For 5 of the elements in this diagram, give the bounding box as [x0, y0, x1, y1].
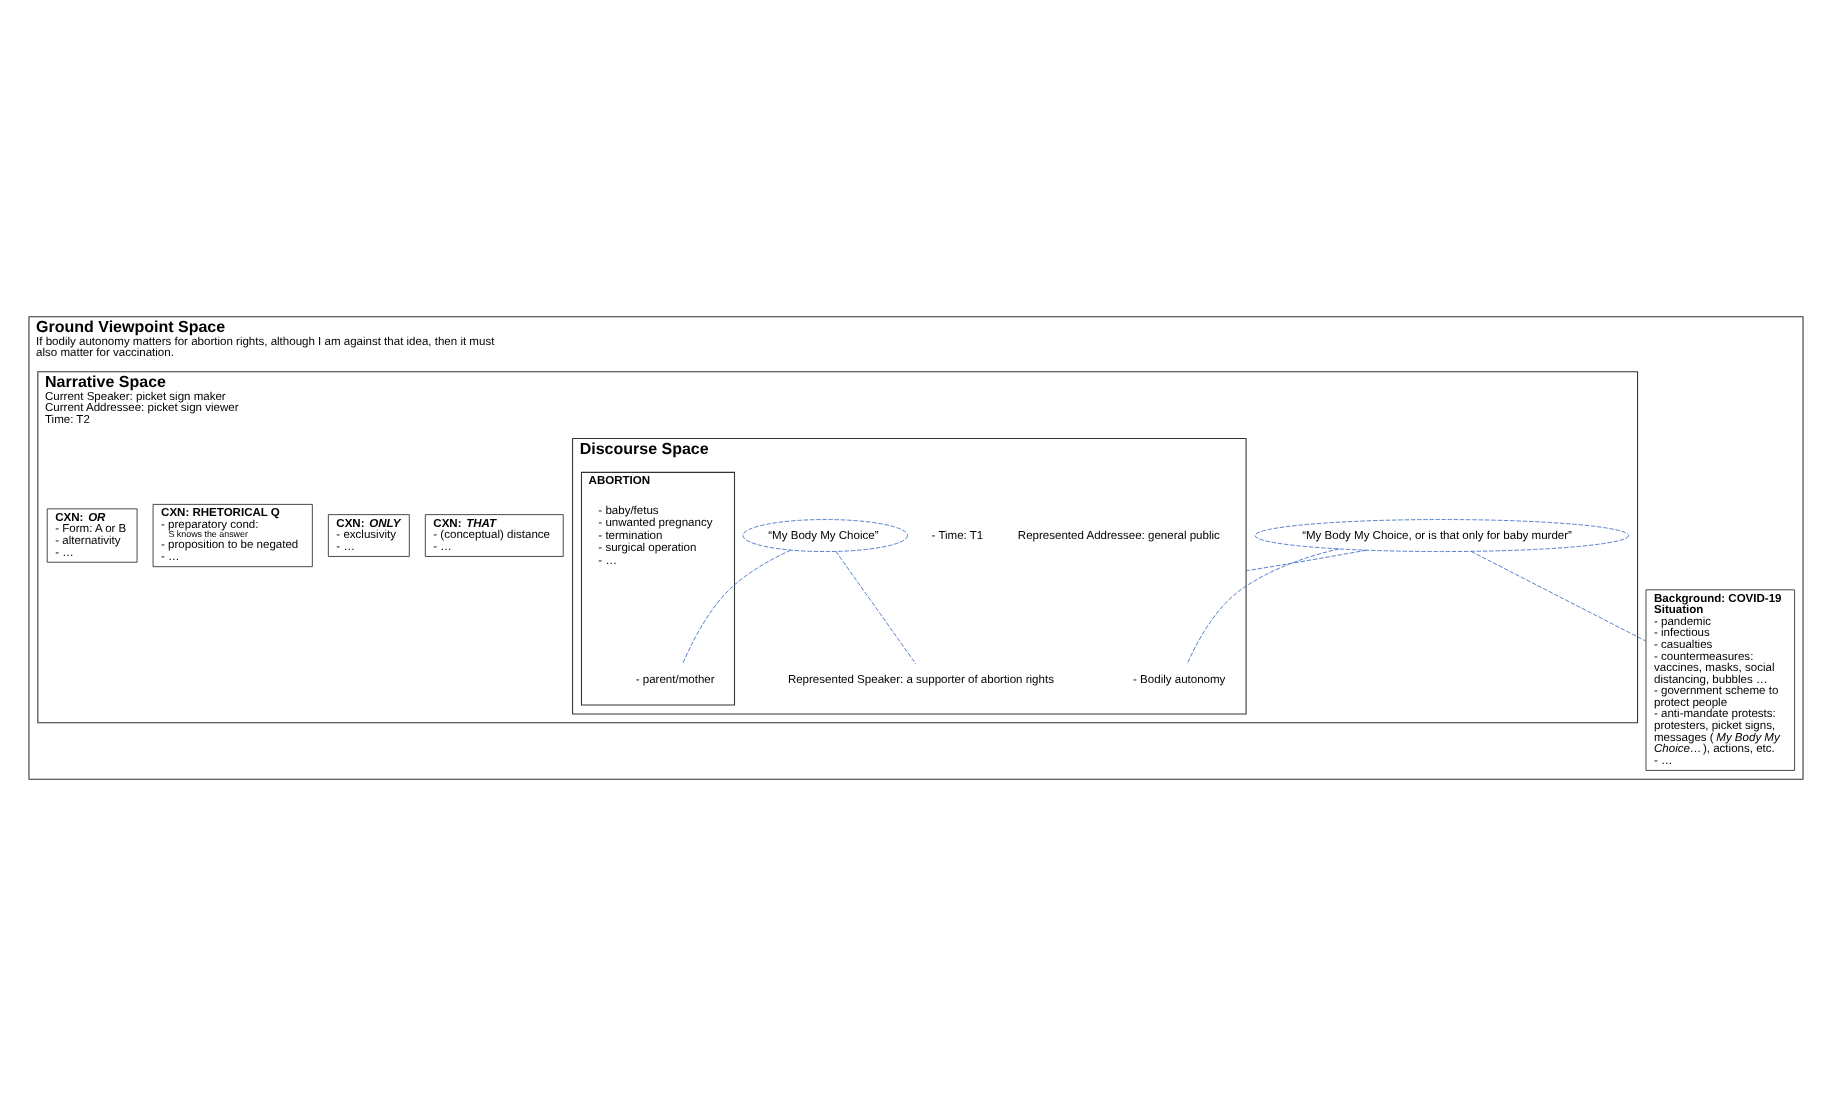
- connector: [1245, 548, 1367, 571]
- connector: [682, 548, 792, 664]
- connector: [1470, 550, 1647, 641]
- connector: [1186, 547, 1340, 664]
- connector: [835, 550, 917, 664]
